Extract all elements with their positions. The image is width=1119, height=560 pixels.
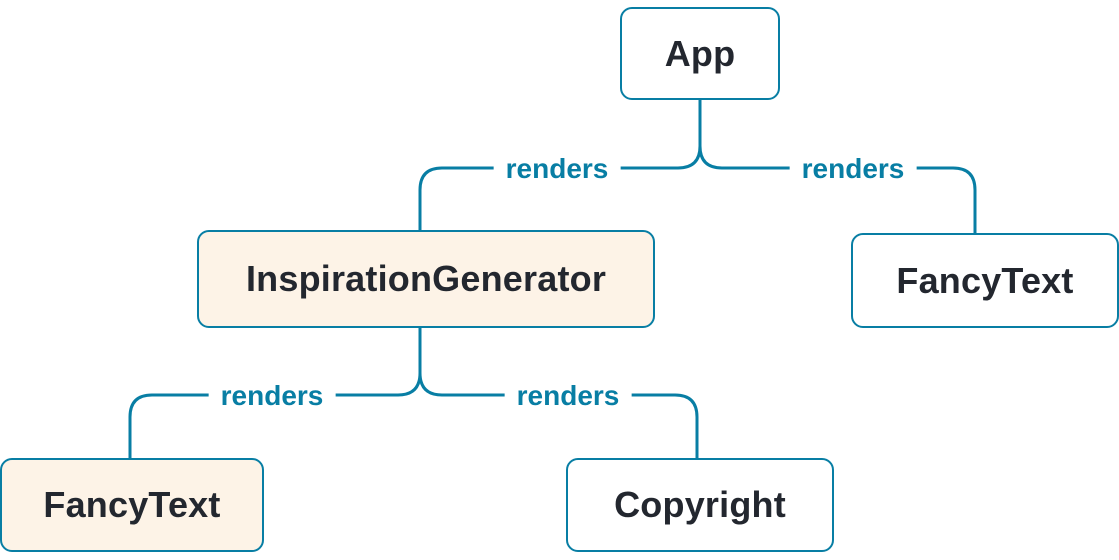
edge-label-renders-fancytext-top: renders [789,151,917,187]
node-inspirationgenerator: InspirationGenerator [197,230,655,328]
node-fancytext-bottom-left: FancyText [0,458,264,552]
node-copyright: Copyright [566,458,834,552]
node-app: App [620,7,780,100]
node-fancytext-top-right: FancyText [851,233,1119,328]
edge-label-renders-fancytext-bottom: renders [208,378,336,414]
edge-label-renders-inspirationgenerator: renders [493,151,621,187]
edge-label-renders-copyright: renders [504,378,632,414]
